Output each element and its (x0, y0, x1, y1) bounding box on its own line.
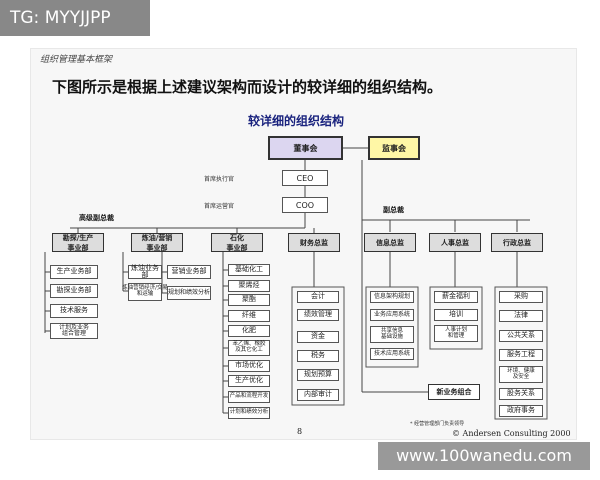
sub-shared-infra: 共享信息 基础设施 (370, 326, 414, 343)
sub-polyolefin: 聚烯烃 (228, 280, 270, 292)
sub-compensation: 薪金福利 (434, 291, 478, 303)
sub-tax: 税务 (297, 350, 339, 362)
new-business-box: 新业务组合 (428, 384, 480, 400)
sub-basic-chem: 基础化工 (228, 264, 270, 276)
chart-title: 较详细的组织结构 (248, 114, 345, 128)
sub-accounting: 会计 (297, 291, 339, 303)
division-cfo: 财务总监 (288, 233, 340, 252)
sub-refining-trade: 炼油营销经济/交易 和运输 (122, 283, 168, 301)
sub-planning-analysis: 规划和绩效分析 (167, 286, 211, 300)
ceo-box: CEO (282, 170, 328, 186)
sub-product-dev: 产品和流程开发 (228, 391, 270, 403)
page-number: 8 (297, 427, 303, 436)
sub-planning-portfolio: 计划及业务 组合管理 (50, 323, 98, 339)
coo-box: COO (282, 197, 328, 213)
sub-shareholder: 股务关系 (499, 388, 543, 400)
division-refining: 炼油/营销 事业部 (131, 233, 183, 252)
sub-training: 培训 (434, 309, 478, 321)
tag-label: TG: MYYJJPP (0, 0, 150, 36)
division-hr: 人事总监 (429, 233, 481, 252)
sub-production: 生产业务部 (50, 265, 98, 279)
sub-perf-mgmt: 绩效管理 (297, 309, 339, 321)
division-petrochemical: 石化 事业部 (211, 233, 263, 252)
sub-fiber: 纤维 (228, 310, 270, 322)
coo-label: 首席运营官 (204, 203, 235, 210)
board-box: 董事会 (268, 136, 343, 160)
sub-tech-service: 技术服务 (50, 304, 98, 318)
sub-procurement: 采购 (499, 291, 543, 303)
sub-hr-planning: 人事计划 和管理 (434, 325, 478, 342)
division-exploration: 勘探/生产 事业部 (52, 233, 104, 252)
sub-biz-apps: 业务应用系统 (370, 309, 414, 321)
sub-legal: 法律 (499, 310, 543, 322)
footnote: * 经营管理部门负责领导 (410, 421, 465, 427)
sub-fertilizer: 化肥 (228, 325, 270, 337)
slide-subheader: 组织管理基本框架 (40, 55, 113, 65)
slide-headline: 下图所示是根据上述建议架构而设计的较详细的组织结构。 (52, 78, 443, 96)
supervisory-box: 监事会 (368, 136, 420, 160)
sub-market-opt: 市场优化 (228, 360, 270, 372)
sub-government: 政府事务 (499, 405, 543, 417)
sub-ehs: 环境、健康 及安全 (499, 366, 543, 383)
sub-marketing-business: 营销业务部 (167, 265, 211, 279)
sub-refining-business: 炼油业务部 (128, 264, 162, 279)
vp-label: 副总裁 (383, 206, 404, 214)
sub-plan-perf: 计划和绩效分析 (228, 407, 270, 419)
sub-production-opt: 生产优化 (228, 375, 270, 387)
sub-exploration: 勘探业务部 (50, 284, 98, 298)
watermark: www.100wanedu.com (378, 442, 590, 470)
ceo-label: 首席执行官 (204, 176, 235, 183)
copyright: © Andersen Consulting 2000 (452, 429, 571, 438)
sub-audit: 内部审计 (297, 389, 339, 401)
division-cio: 信息总监 (364, 233, 416, 252)
division-admin: 行政总监 (491, 233, 543, 252)
sub-service-engineering: 服务工程 (499, 349, 543, 361)
sub-info-arch: 信息架构规划 (370, 291, 414, 303)
sub-polyester: 聚酯 (228, 294, 270, 306)
sub-funds: 资金 (297, 331, 339, 343)
sub-budget: 规划预算 (297, 369, 339, 381)
senior-vp-label: 高级副总裁 (79, 214, 114, 222)
sub-tech-apps: 技术应用系统 (370, 348, 414, 360)
sub-styrene-rubber: 苯乙烯、橡胶 及其它化工 (228, 340, 270, 356)
sub-public-relations: 公共关系 (499, 330, 543, 342)
